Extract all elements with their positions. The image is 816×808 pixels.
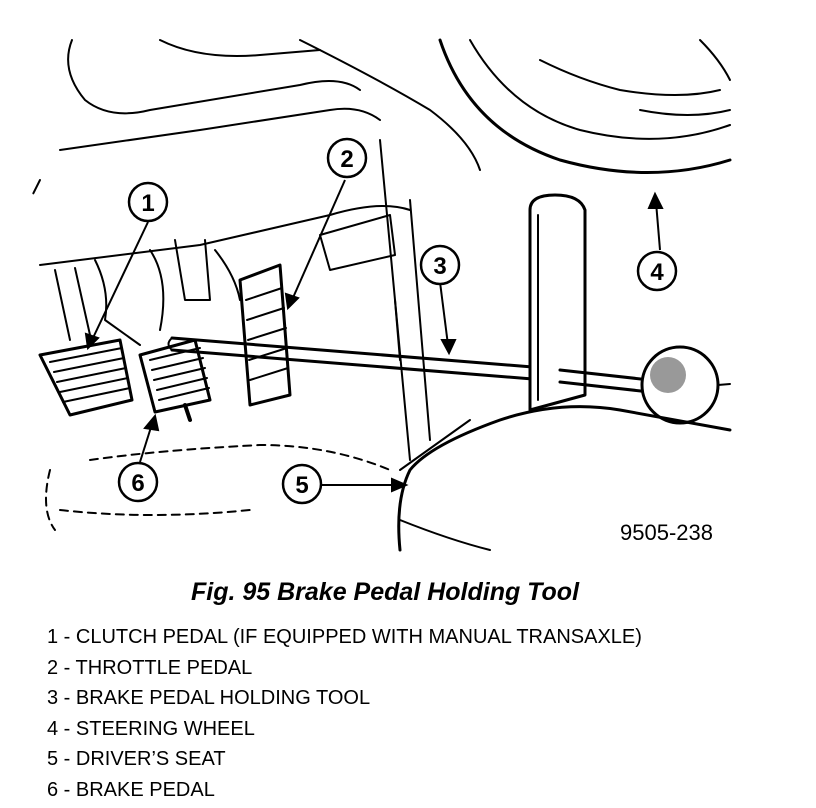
svg-text:6: 6 (131, 470, 144, 497)
leader-lines (84, 179, 664, 493)
legend-item-throttle-pedal: 2 - THROTTLE PEDAL (47, 656, 253, 679)
steering-wheel (438, 38, 732, 174)
callout-3: 3 (419, 244, 461, 286)
callout-6: 6 (117, 461, 159, 503)
svg-text:3: 3 (433, 253, 446, 280)
callout-1: 1 (127, 181, 169, 223)
figure-id-label: 9505-238 (620, 520, 713, 545)
legend-item-clutch-pedal: 1 - CLUTCH PEDAL (IF EQUIPPED WITH MANUA… (47, 626, 642, 648)
svg-text:2: 2 (340, 146, 353, 173)
figure-caption: Fig. 95 Brake Pedal Holding Tool (190, 578, 580, 606)
svg-text:1: 1 (141, 190, 154, 217)
svg-text:5: 5 (295, 472, 308, 499)
callout-5: 5 (281, 463, 323, 505)
drivers-seat-drawing (45, 405, 732, 552)
callouts: 1 2 3 4 5 6 (117, 137, 678, 505)
column-lines (379, 139, 431, 461)
legend-list: 1 - CLUTCH PEDAL (IF EQUIPPED WITH MANUA… (47, 622, 642, 805)
holding-tool-drawing (167, 193, 731, 425)
legend-item-brake-pedal: 6 - BRAKE PEDAL (47, 778, 215, 801)
legend-item-holding-tool: 3 - BRAKE PEDAL HOLDING TOOL (47, 687, 371, 709)
callout-4: 4 (636, 250, 678, 292)
pedal-diagram: 1 2 3 4 5 6 9505-238 (32, 38, 732, 552)
brake-pedal-drawing (138, 239, 212, 422)
throttle-pedal-drawing (214, 249, 292, 407)
callout-2: 2 (326, 137, 368, 179)
clutch-pedal-drawing (38, 259, 141, 417)
legend-item-drivers-seat: 5 - DRIVER’S SEAT (47, 748, 226, 770)
legend-item-steering-wheel: 4 - STEERING WHEEL (47, 717, 255, 740)
svg-text:4: 4 (650, 259, 664, 286)
